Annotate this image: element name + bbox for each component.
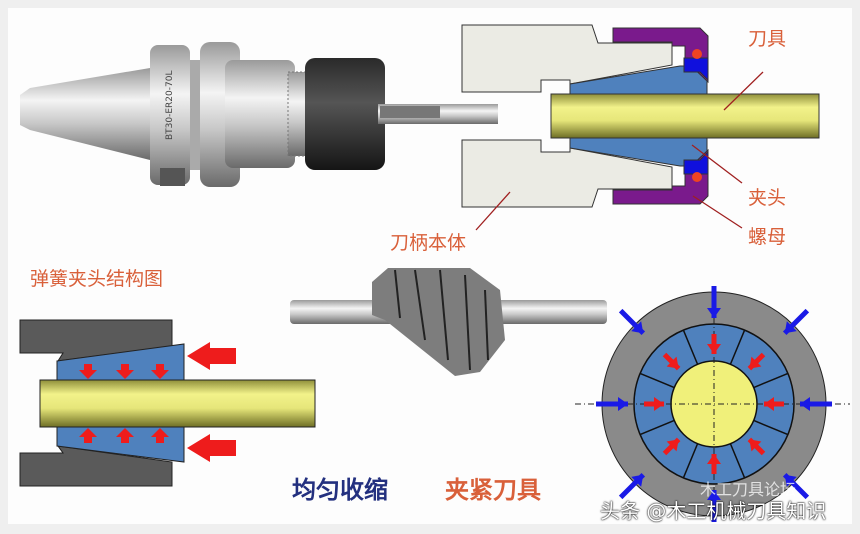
- collet-slot: [753, 372, 789, 389]
- red-arrow-icon-head: [666, 356, 679, 369]
- collet-slot: [729, 329, 746, 365]
- blue-arrow-icon-head: [631, 474, 644, 487]
- tool-holder-photo: BT30-ER20-70L: [20, 42, 498, 187]
- red-arrow-icon-head: [749, 356, 762, 369]
- red-arrow-icon-head: [654, 397, 664, 411]
- collet-slot: [753, 419, 789, 436]
- arrow-up-icon: [151, 428, 169, 443]
- collet-slot: [639, 419, 675, 436]
- label-nut: 螺母: [748, 226, 787, 248]
- section-diagram-top: [380, 24, 820, 208]
- nut-lower: [612, 148, 709, 205]
- watermark: 头条 @木工机械刀具知识: [600, 499, 827, 523]
- diagram-title: 弹簧夹头结构图: [30, 268, 164, 290]
- collet-slot: [729, 443, 746, 479]
- label-tool: 刀具: [748, 28, 787, 50]
- blue-arrow-icon-head: [784, 321, 797, 334]
- red-arrow-icon-head: [764, 397, 774, 411]
- cross-section-diagram: [575, 286, 850, 522]
- arrow-down-icon: [151, 364, 169, 379]
- label-holder-body: 刀柄本体: [390, 232, 467, 254]
- force-arrows: [79, 342, 236, 462]
- red-arrow-icon-head: [707, 344, 721, 354]
- collet-slot: [682, 329, 699, 365]
- label-collet: 夹头: [748, 187, 787, 209]
- collet-slot: [682, 443, 699, 479]
- red-arrow-icon-head: [749, 439, 762, 452]
- leader-lines: [475, 71, 764, 231]
- arrow-up-icon: [79, 428, 97, 443]
- tool-shank: [550, 93, 820, 139]
- blue-arrow-icon-head: [707, 490, 721, 500]
- ball-lower: [692, 172, 702, 182]
- arrow-left-icon: [187, 342, 236, 370]
- red-arrow-icon-head: [707, 454, 721, 464]
- arrow-up-icon: [116, 428, 134, 443]
- blue-arrow-icon-head: [707, 308, 721, 318]
- blue-arrow-icon-head: [618, 397, 628, 411]
- nut-upper: [612, 27, 709, 84]
- red-arrow-icon-head: [666, 439, 679, 452]
- caption-shrink: 均匀收缩: [292, 476, 388, 504]
- collet-photo: [290, 268, 607, 376]
- holder-marking: BT30-ER20-70L: [165, 71, 175, 140]
- blue-arrow-icon-head: [784, 474, 797, 487]
- arrow-down-icon: [116, 364, 134, 379]
- arrow-down-icon: [79, 364, 97, 379]
- watermark-faint: 木工刀具论坛: [700, 480, 797, 499]
- arrow-left-icon: [187, 434, 236, 462]
- clamping-diagram: [19, 319, 316, 487]
- blue-arrow-icon-head: [800, 397, 810, 411]
- blue-arrow-icon-head: [631, 321, 644, 334]
- ball-upper: [692, 49, 702, 59]
- caption-clamp: 夹紧刀具: [445, 476, 541, 504]
- collet-slot: [639, 372, 675, 389]
- tool-shank: [39, 379, 316, 428]
